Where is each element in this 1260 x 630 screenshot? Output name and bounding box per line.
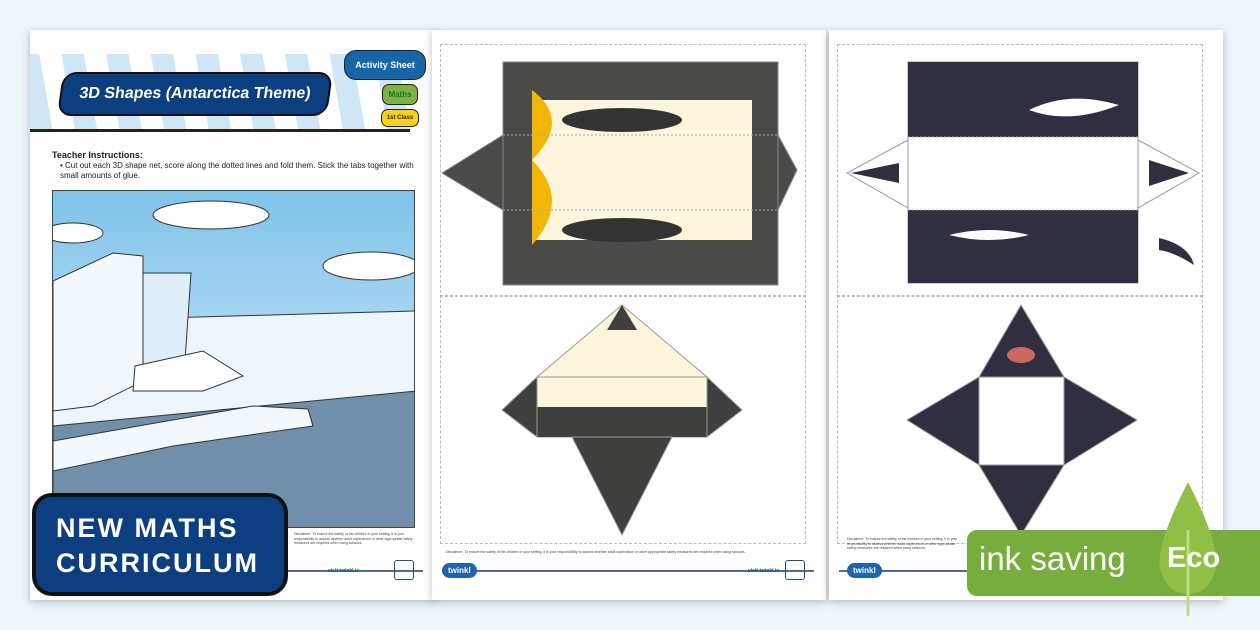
title-text: 3D Shapes (Antarctica Theme) [78,85,312,102]
curriculum-line-2: CURRICULUM [56,548,259,578]
teacher-instructions: Teacher Instructions: • Cut out each 3D … [52,150,414,180]
quality-badge-icon [785,560,805,580]
subject-tag: Maths [382,84,418,105]
orca-pyramid-net [906,304,1138,536]
worksheet-page-orca-nets: Disclaimer: To ensure the safety of the … [829,30,1223,600]
class-tag: 1st Class [381,109,419,127]
footer-rule [442,570,814,572]
instructions-heading: Teacher Instructions: [52,150,143,160]
orca-cuboid-net [845,61,1201,284]
leaf-icon [1159,482,1217,616]
disclaimer-text: Disclaimer: To ensure the safety of the … [294,532,413,545]
page-title: 3D Shapes (Antarctica Theme) [56,72,334,116]
penguin-pyramid-net [501,304,743,537]
curriculum-line-1: NEW MATHS [56,513,239,543]
ink-saving-eco-badge: ink saving Eco [967,482,1260,616]
instructions-text: Cut out each 3D shape net, score along t… [60,161,414,180]
quality-badge-icon [394,560,414,580]
cut-line [440,295,806,297]
worksheet-page-penguin-nets: Disclaimer: To ensure the safety of the … [432,30,826,600]
visit-link[interactable]: visit twinkl.ie [748,568,780,574]
penguin-cuboid-net [441,61,798,286]
antarctica-illustration [52,190,415,528]
eco-label: Eco [1167,542,1221,574]
new-maths-curriculum-badge: NEW MATHS CURRICULUM [32,493,288,596]
cut-border [440,44,806,544]
worksheet-page-cover: 3D Shapes (Antarctica Theme) Activity Sh… [30,30,435,600]
activity-sheet-tag: Activity Sheet [344,50,426,80]
disclaimer-text: Disclaimer: To ensure the safety of the … [847,537,958,550]
visit-link[interactable]: visit twinkl.ie [328,568,360,574]
ink-saving-label: ink saving [979,540,1126,577]
cut-line [837,295,1203,297]
twinkl-logo: twinkl [847,563,882,578]
twinkl-logo: twinkl [442,563,477,578]
disclaimer-text: Disclaimer: To ensure the safety of the … [446,550,746,554]
